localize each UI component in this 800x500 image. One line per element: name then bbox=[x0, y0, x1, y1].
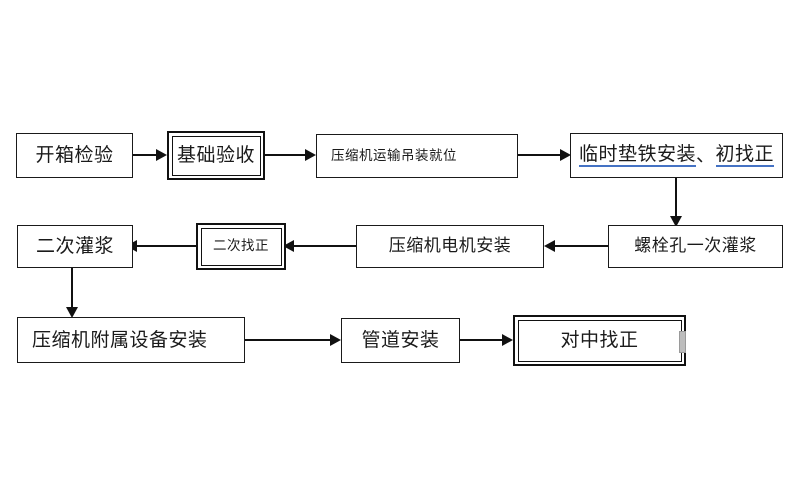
flow-node-centering-alignment[interactable]: 对中找正 bbox=[513, 315, 686, 366]
flow-node-label: 二次找正 bbox=[213, 238, 269, 255]
flow-node-label-separator: 、 bbox=[695, 144, 716, 167]
flow-node-compressor-transport-hoisting[interactable]: 压缩机运输吊装就位 bbox=[316, 134, 518, 178]
flow-node-unpacking-inspection[interactable]: 开箱检验 bbox=[16, 133, 133, 178]
flow-node-label-part1: 临时垫铁安装 bbox=[578, 143, 696, 168]
connector-line-n4-n5 bbox=[675, 178, 677, 221]
flow-node-label: 压缩机附属设备安装 bbox=[32, 328, 208, 351]
connector-line-n6-n7 bbox=[290, 245, 356, 247]
connector-line-n5-n6 bbox=[553, 245, 608, 247]
connector-line-n10-n11 bbox=[460, 339, 510, 341]
arrowhead-n9-n10 bbox=[330, 334, 341, 346]
flow-node-label: 压缩机电机安装 bbox=[388, 236, 512, 257]
flow-node-inner-frame: 基础验收 bbox=[171, 135, 261, 176]
connector-line-n2-n3 bbox=[265, 154, 310, 156]
arrowhead-n8-n9 bbox=[66, 307, 78, 318]
arrowhead-n2-n3 bbox=[305, 149, 316, 161]
flow-node-label-part2: 初找正 bbox=[715, 143, 775, 168]
flow-node-label: 压缩机运输吊装就位 bbox=[331, 147, 457, 164]
resize-handle-right[interactable] bbox=[679, 331, 686, 353]
flow-node-label: 对中找正 bbox=[560, 329, 639, 352]
flow-node-label: 管道安装 bbox=[361, 329, 440, 352]
arrowhead-n10-n11 bbox=[502, 334, 513, 346]
arrowhead-n6-n7 bbox=[283, 240, 294, 252]
arrowhead-n5-n6 bbox=[544, 240, 555, 252]
flow-node-pipeline-installation[interactable]: 管道安装 bbox=[341, 318, 460, 363]
arrowhead-n3-n4 bbox=[560, 149, 571, 161]
flow-node-foundation-acceptance[interactable]: 基础验收 bbox=[167, 131, 265, 180]
flow-node-inner-frame: 对中找正 bbox=[517, 319, 682, 362]
flow-node-temporary-shim-install-initial-alignment[interactable]: 临时垫铁安装 、 初找正 bbox=[570, 133, 783, 178]
connector-line-n3-n4 bbox=[518, 154, 566, 156]
flow-node-bolt-hole-primary-grouting[interactable]: 螺栓孔一次灌浆 bbox=[608, 225, 783, 268]
flow-node-secondary-grouting[interactable]: 二次灌浆 bbox=[17, 225, 133, 268]
flow-node-label: 螺栓孔一次灌浆 bbox=[634, 236, 757, 257]
connector-line-n1-n2 bbox=[133, 154, 158, 156]
flow-node-compressor-auxiliary-equipment-installation[interactable]: 压缩机附属设备安装 bbox=[17, 317, 245, 363]
flow-node-secondary-alignment[interactable]: 二次找正 bbox=[196, 223, 286, 270]
connector-line-n9-n10 bbox=[245, 339, 338, 341]
flow-node-label: 开箱检验 bbox=[35, 144, 114, 167]
arrowhead-n1-n2 bbox=[156, 149, 167, 161]
arrowhead-n4-n5 bbox=[670, 216, 682, 227]
connector-line-n8-n9 bbox=[71, 268, 73, 312]
flow-node-inner-frame: 二次找正 bbox=[200, 227, 282, 266]
flow-node-label: 二次灌浆 bbox=[35, 235, 114, 258]
flow-node-label: 基础验收 bbox=[176, 144, 255, 167]
connector-line-n7-n8 bbox=[133, 245, 196, 247]
flow-node-compressor-motor-installation[interactable]: 压缩机电机安装 bbox=[356, 225, 544, 268]
